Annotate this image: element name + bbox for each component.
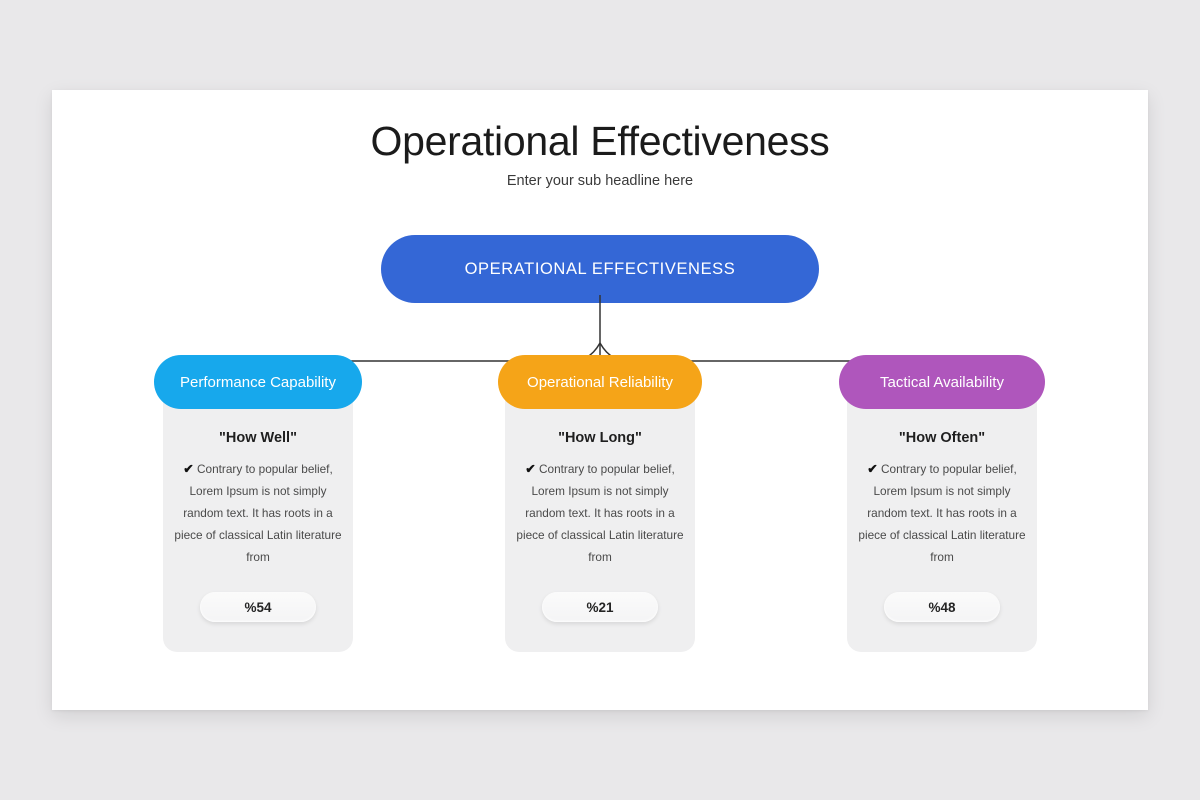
percent-badge[interactable]: %48 (884, 592, 1000, 622)
card-body: "How Often" ✔ Contrary to popular belief… (847, 382, 1037, 652)
slide-panel: Operational Effectiveness Enter your sub… (52, 90, 1148, 710)
root-node[interactable]: OPERATIONAL EFFECTIVENESS (381, 235, 819, 303)
card-subtitle: "How Long" (558, 430, 642, 446)
check-icon: ✔ (525, 462, 536, 476)
check-icon: ✔ (867, 462, 878, 476)
check-icon: ✔ (183, 462, 194, 476)
root-node-label: OPERATIONAL EFFECTIVENESS (464, 259, 736, 278)
card-header-pill[interactable]: Tactical Availability (839, 355, 1045, 409)
percent-badge[interactable]: %54 (200, 592, 316, 622)
percent-label: %48 (928, 599, 956, 615)
percent-label: %54 (244, 599, 272, 615)
card-subtitle: "How Often" (898, 430, 986, 446)
card-body-text: ✔ Contrary to popular belief, Lorem Ipsu… (163, 458, 353, 568)
card-body-copy: Contrary to popular belief, Lorem Ipsum … (516, 462, 684, 564)
page-title: Operational Effectiveness (370, 118, 830, 164)
card-body: "How Well" ✔ Contrary to popular belief,… (163, 382, 353, 652)
cards-row: "How Well" ✔ Contrary to popular belief,… (52, 355, 1148, 665)
card-body-text: ✔ Contrary to popular belief, Lorem Ipsu… (847, 458, 1037, 568)
card-body: "How Long" ✔ Contrary to popular belief,… (505, 382, 695, 652)
page-subtitle: Enter your sub headline here (506, 173, 694, 189)
card-body-copy: Contrary to popular belief, Lorem Ipsum … (174, 462, 342, 564)
card-header-label: Operational Reliability (527, 373, 673, 391)
card-body-copy: Contrary to popular belief, Lorem Ipsum … (858, 462, 1026, 564)
card-header-label: Tactical Availability (880, 373, 1004, 391)
percent-label: %21 (586, 599, 614, 615)
card-header-pill[interactable]: Performance Capability (154, 355, 362, 409)
card-body-text: ✔ Contrary to popular belief, Lorem Ipsu… (505, 458, 695, 568)
card-subtitle: "How Well" (219, 430, 297, 446)
percent-badge[interactable]: %21 (542, 592, 658, 622)
card-header-label: Performance Capability (180, 373, 336, 391)
card-header-pill[interactable]: Operational Reliability (498, 355, 702, 409)
